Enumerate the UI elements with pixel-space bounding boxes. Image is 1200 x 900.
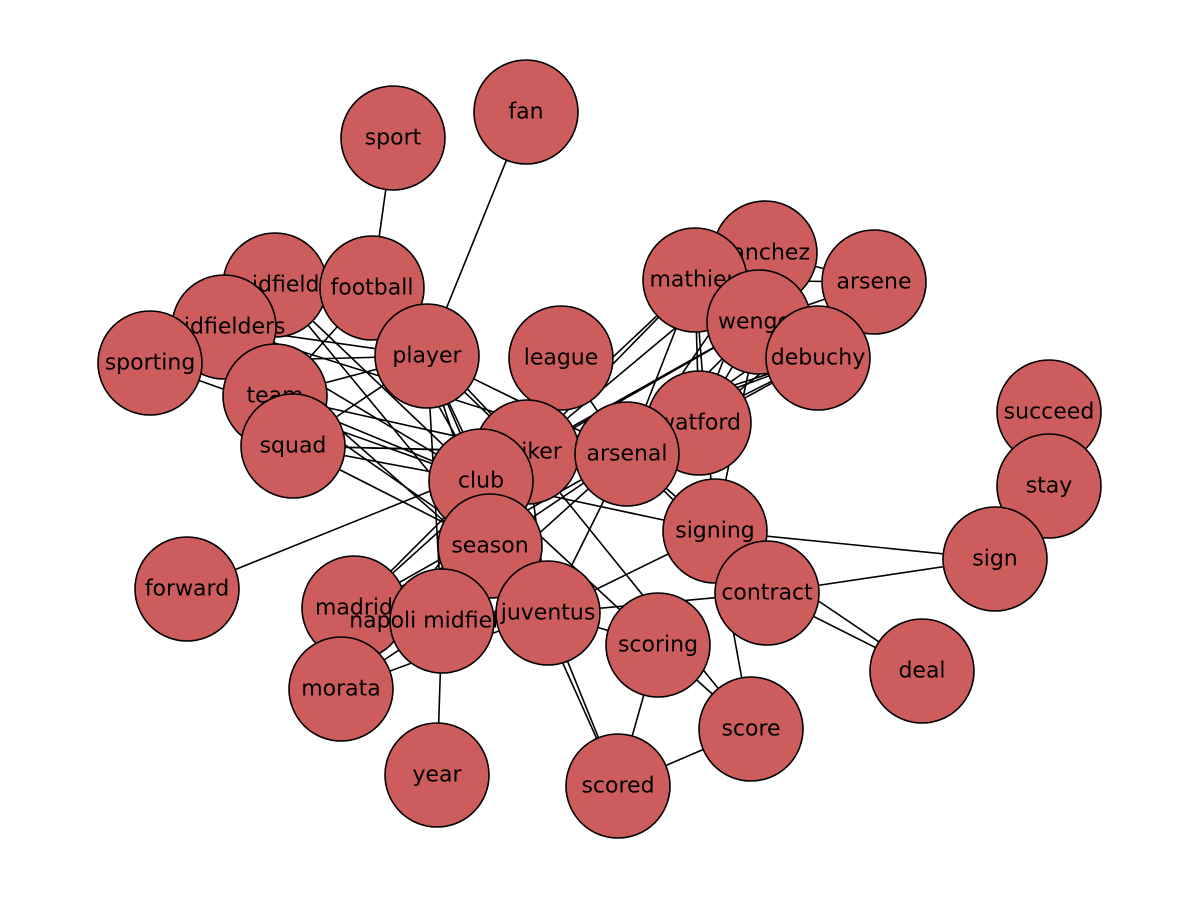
node-player: player [374,303,480,409]
node-stay: stay [996,433,1102,539]
node-circle-sporting [97,310,203,416]
node-circle-contract [714,540,820,646]
node-label-scored: scored [581,774,654,799]
node-label-year: year [412,763,462,788]
node-succeed: succeed [996,359,1102,465]
node-label-squad: squad [260,434,327,459]
node-madrid: madrid [301,555,407,661]
node-circle-player [374,303,480,409]
node-contract: contract [714,540,820,646]
node-forward: forward [134,536,240,642]
node-circle-scoring [605,592,711,698]
node-deal: deal [869,618,975,724]
node-year: year [384,722,490,828]
node-label-madrid: madrid [315,596,393,621]
node-fan: fan [473,59,579,165]
nodes-layer: sportfansanchezarsenemathieuwengerdebuch… [97,59,1102,839]
node-morata: morata [288,636,394,742]
node-label-sport: sport [365,126,422,151]
node-label-arsene: arsene [836,270,911,295]
node-label-league: league [524,346,599,371]
node-squad: squad [240,393,346,499]
node-label-sign: sign [972,547,1017,572]
node-circle-deal [869,618,975,724]
node-label-succeed: succeed [1004,400,1095,425]
node-label-juventus: juventus [500,601,596,626]
node-circle-morata [288,636,394,742]
node-label-score: score [721,717,780,742]
node-circle-sign [942,506,1048,612]
node-arsenal: arsenal [574,401,680,507]
node-sport: sport [340,85,446,191]
node-circle-league [508,305,614,411]
node-circle-scored [565,733,671,839]
node-label-club: club [458,469,504,494]
node-label-contract: contract [721,581,813,606]
node-label-signing: signing [675,519,755,544]
node-circle-stay [996,433,1102,539]
node-label-season: season [451,534,528,559]
node-label-arsenal: arsenal [586,442,667,467]
node-league: league [508,305,614,411]
node-sporting: sporting [97,310,203,416]
node-circle-arsenal [574,401,680,507]
node-label-deal: deal [898,659,945,684]
node-juventus: juventus [495,560,601,666]
node-circle-napoli [389,568,495,674]
node-label-fan: fan [508,100,543,125]
node-circle-squad [240,393,346,499]
node-label-football: football [331,276,414,301]
node-sign: sign [942,506,1048,612]
node-score: score [698,676,804,782]
node-circle-fan [473,59,579,165]
node-circle-year [384,722,490,828]
node-circle-score [698,676,804,782]
node-label-morata: morata [301,677,381,702]
node-scored: scored [565,733,671,839]
node-label-scoring: scoring [618,633,698,658]
node-circle-sport [340,85,446,191]
node-circle-arsene [821,229,927,335]
node-circle-debuchy [765,305,871,411]
node-label-sporting: sporting [105,351,196,376]
node-label-forward: forward [145,577,229,602]
node-label-debuchy: debuchy [771,346,865,371]
node-circle-forward [134,536,240,642]
node-label-stay: stay [1026,474,1073,499]
node-scoring: scoring [605,592,711,698]
node-label-player: player [392,344,462,369]
node-circle-juventus [495,560,601,666]
node-debuchy: debuchy [765,305,871,411]
node-arsene: arsene [821,229,927,335]
